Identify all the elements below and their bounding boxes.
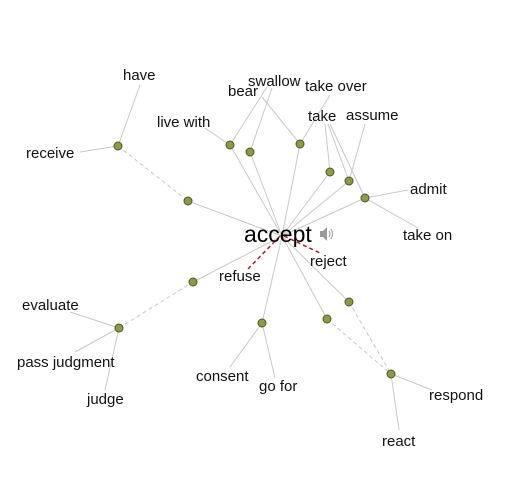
center-word[interactable]: accept [244, 221, 312, 247]
node[interactable] [295, 139, 305, 149]
cluster-edge [117, 145, 189, 202]
edge [249, 87, 273, 153]
edge [74, 327, 120, 353]
word-label-assume[interactable]: assume [346, 107, 399, 124]
word-label-take-over[interactable]: take over [305, 78, 367, 95]
word-label-receive[interactable]: receive [26, 145, 74, 162]
node[interactable] [344, 297, 354, 307]
antonym-edge [283, 235, 323, 255]
edge [281, 180, 350, 237]
word-label-have[interactable]: have [123, 67, 156, 84]
edge [104, 327, 120, 391]
antonym-edge [246, 235, 281, 271]
node[interactable] [183, 196, 193, 206]
edge [69, 311, 120, 329]
edge [281, 143, 301, 237]
edge [299, 94, 331, 145]
label-layer: accept have swallow bear take over live … [17, 67, 483, 450]
node[interactable] [360, 193, 370, 203]
edge [327, 123, 350, 182]
edge [192, 235, 283, 283]
edge [117, 84, 141, 147]
cluster-edge [348, 301, 392, 375]
edge [329, 123, 366, 199]
edge [281, 235, 350, 303]
word-label-take[interactable]: take [308, 108, 336, 125]
cluster-edge [326, 318, 392, 375]
word-label-swallow[interactable]: swallow [248, 73, 301, 90]
edge [261, 235, 283, 324]
word-label-react[interactable]: react [382, 433, 416, 450]
edge [390, 373, 400, 431]
edge [281, 197, 366, 237]
word-label-take-on[interactable]: take on [403, 227, 452, 244]
edge [261, 322, 276, 379]
edge [204, 127, 231, 146]
node[interactable] [325, 167, 335, 177]
edge [281, 235, 328, 320]
node[interactable] [257, 318, 267, 328]
node[interactable] [113, 141, 123, 151]
edge [261, 96, 301, 145]
cluster-edge [118, 281, 194, 329]
edge [229, 86, 268, 146]
node[interactable] [245, 147, 255, 157]
word-label-bear[interactable]: bear [228, 83, 258, 100]
word-label-respond[interactable]: respond [429, 387, 483, 404]
edge [281, 171, 331, 237]
edge [187, 200, 283, 237]
node[interactable] [188, 277, 198, 287]
edge [249, 151, 283, 237]
node[interactable] [114, 323, 124, 333]
edge [229, 144, 283, 237]
word-label-admit[interactable]: admit [410, 181, 448, 198]
edge [364, 197, 419, 229]
edge [324, 123, 331, 173]
edge [79, 145, 119, 153]
word-label-judge[interactable]: judge [86, 391, 124, 408]
word-label-live-with[interactable]: live with [157, 114, 210, 131]
word-label-go-for[interactable]: go for [259, 378, 297, 395]
edge [229, 322, 263, 368]
node[interactable] [386, 369, 396, 379]
node[interactable] [344, 176, 354, 186]
node[interactable] [225, 140, 235, 150]
word-label-refuse[interactable]: refuse [219, 268, 261, 285]
edge [390, 373, 433, 391]
word-label-reject[interactable]: reject [310, 253, 348, 270]
node-layer [113, 139, 396, 379]
node[interactable] [322, 314, 332, 324]
edge [348, 123, 366, 182]
edge [364, 189, 409, 199]
word-label-pass-judgment[interactable]: pass judgment [17, 354, 115, 371]
word-label-consent[interactable]: consent [196, 368, 249, 385]
speaker-icon[interactable] [320, 227, 333, 241]
word-label-evaluate[interactable]: evaluate [22, 297, 79, 314]
edge-layer [69, 84, 433, 431]
